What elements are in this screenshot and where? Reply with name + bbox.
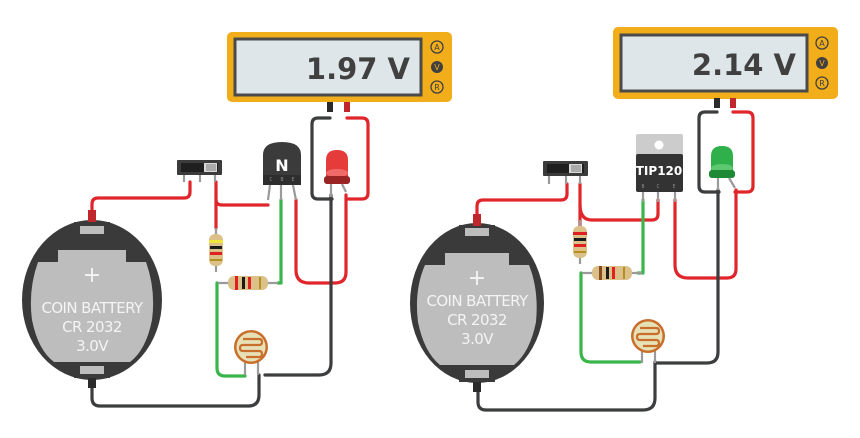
svg-text:B: B <box>641 184 644 190</box>
battery-negative-terminal[interactable] <box>88 378 96 388</box>
switch-slider[interactable] <box>569 164 582 173</box>
wire-meter-red-probe[interactable] <box>731 110 755 194</box>
transistor-npn[interactable]: N C B E <box>263 142 301 201</box>
svg-text:B: B <box>280 177 283 183</box>
wire-ldr-to-battery[interactable] <box>90 373 261 408</box>
wire-meter-black-probe[interactable] <box>310 116 334 201</box>
band-gold <box>623 267 625 279</box>
band-gold <box>259 277 261 289</box>
band-black <box>606 267 609 279</box>
wire-switch-to-collector[interactable] <box>214 198 270 207</box>
mode-v-button[interactable] <box>816 57 828 69</box>
switch-slider[interactable] <box>204 163 217 172</box>
wire-battery-to-switch[interactable] <box>90 180 192 218</box>
wire-led-to-ldr[interactable] <box>263 193 333 377</box>
resistor-horizontal[interactable] <box>218 276 278 290</box>
mode-a-button[interactable] <box>815 36 829 50</box>
photoresistor-right[interactable] <box>631 319 665 363</box>
svg-text:3.0V: 3.0V <box>76 337 109 355</box>
transistor-tip120[interactable]: TIP120 B C E <box>636 134 683 202</box>
band-red <box>248 277 251 289</box>
svg-text:C: C <box>269 177 272 183</box>
resistor-vertical[interactable] <box>573 220 587 264</box>
band-gold <box>210 259 222 261</box>
band-red <box>612 267 615 279</box>
band-red <box>235 276 238 290</box>
band-brown <box>599 266 602 280</box>
svg-text:E: E <box>672 184 675 190</box>
wire-base-to-resistor[interactable] <box>636 198 645 275</box>
mode-v-button[interactable] <box>431 61 443 73</box>
multimeter-screen <box>233 37 423 97</box>
band-black <box>242 277 245 289</box>
svg-text:3.0V: 3.0V <box>461 330 494 348</box>
svg-text:R: R <box>819 79 825 88</box>
battery-plus-sign: + <box>468 266 486 291</box>
slide-switch-left[interactable] <box>177 160 222 182</box>
photoresistor-left[interactable] <box>234 330 268 375</box>
band-red <box>210 252 222 255</box>
coin-battery-left[interactable]: + COIN BATTERY CR 2032 3.0V <box>22 210 162 388</box>
mode-selector[interactable]: A V R <box>430 40 444 94</box>
band-red <box>573 232 587 235</box>
band-red <box>574 244 586 247</box>
svg-text:V: V <box>434 63 440 72</box>
multimeter-screen <box>619 33 809 93</box>
wire-ldr-to-battery[interactable] <box>476 360 657 412</box>
wire-battery-to-switch[interactable] <box>475 182 569 222</box>
band-black <box>210 246 222 249</box>
probe-black[interactable] <box>714 98 720 108</box>
probe-red[interactable] <box>344 102 350 112</box>
circuit-left: 1.97 V A V R <box>22 32 452 408</box>
svg-text:C: C <box>656 184 659 190</box>
probe-red[interactable] <box>730 98 736 108</box>
svg-text:COIN BATTERY: COIN BATTERY <box>41 299 143 317</box>
slide-switch-right[interactable] <box>543 161 588 184</box>
wire-resistor-to-ldr[interactable] <box>579 271 642 364</box>
wires-right <box>475 110 755 412</box>
svg-text:COIN BATTERY: COIN BATTERY <box>426 292 528 310</box>
mode-selector[interactable]: A V R <box>815 36 829 90</box>
circuit-right: 2.14 V A V R <box>410 27 838 412</box>
coin-battery-right[interactable]: + COIN BATTERY CR 2032 3.0V <box>410 214 544 392</box>
battery-positive-terminal[interactable] <box>473 214 481 226</box>
wire-meter-black-probe[interactable] <box>697 110 721 194</box>
mode-a-button[interactable] <box>430 40 444 54</box>
led-green[interactable] <box>709 146 736 190</box>
transistor-label: N <box>275 156 288 175</box>
band-yellow <box>209 240 223 243</box>
wire-switch-to-collector[interactable] <box>578 198 660 222</box>
battery-positive-terminal[interactable] <box>88 210 96 222</box>
battery-plus-sign: + <box>83 263 101 288</box>
svg-text:CR 2032: CR 2032 <box>447 311 507 329</box>
resistor-horizontal[interactable] <box>582 266 642 280</box>
wire-meter-red-probe[interactable] <box>344 116 370 201</box>
wires-left <box>90 116 370 408</box>
wire-emitter-to-led[interactable] <box>294 193 348 285</box>
led-red[interactable] <box>324 150 350 197</box>
mode-r-button[interactable] <box>430 80 444 94</box>
wire-led-to-ldr[interactable] <box>655 188 720 365</box>
band-gold <box>574 251 586 253</box>
band-black <box>574 238 586 241</box>
mode-r-button[interactable] <box>815 76 829 90</box>
wire-resistor-to-ldr[interactable] <box>215 281 247 378</box>
wire-emitter-to-led[interactable] <box>673 188 738 280</box>
battery-negative-terminal[interactable] <box>473 382 481 392</box>
multimeter-reading: 1.97 V <box>306 52 411 86</box>
probe-black[interactable] <box>327 102 333 112</box>
svg-text:A: A <box>819 39 825 48</box>
resistor-vertical[interactable] <box>209 228 223 272</box>
svg-text:V: V <box>819 59 825 68</box>
multimeter-right[interactable]: 2.14 V A V R <box>613 27 838 108</box>
multimeter-reading: 2.14 V <box>692 48 797 82</box>
wire-base-to-resistor[interactable] <box>276 198 283 285</box>
svg-text:CR 2032: CR 2032 <box>62 318 122 336</box>
svg-text:E: E <box>291 177 294 183</box>
transistor-label: TIP120 <box>636 164 683 178</box>
svg-text:R: R <box>434 83 440 92</box>
svg-text:A: A <box>434 43 440 52</box>
multimeter-left[interactable]: 1.97 V A V R <box>227 32 452 112</box>
